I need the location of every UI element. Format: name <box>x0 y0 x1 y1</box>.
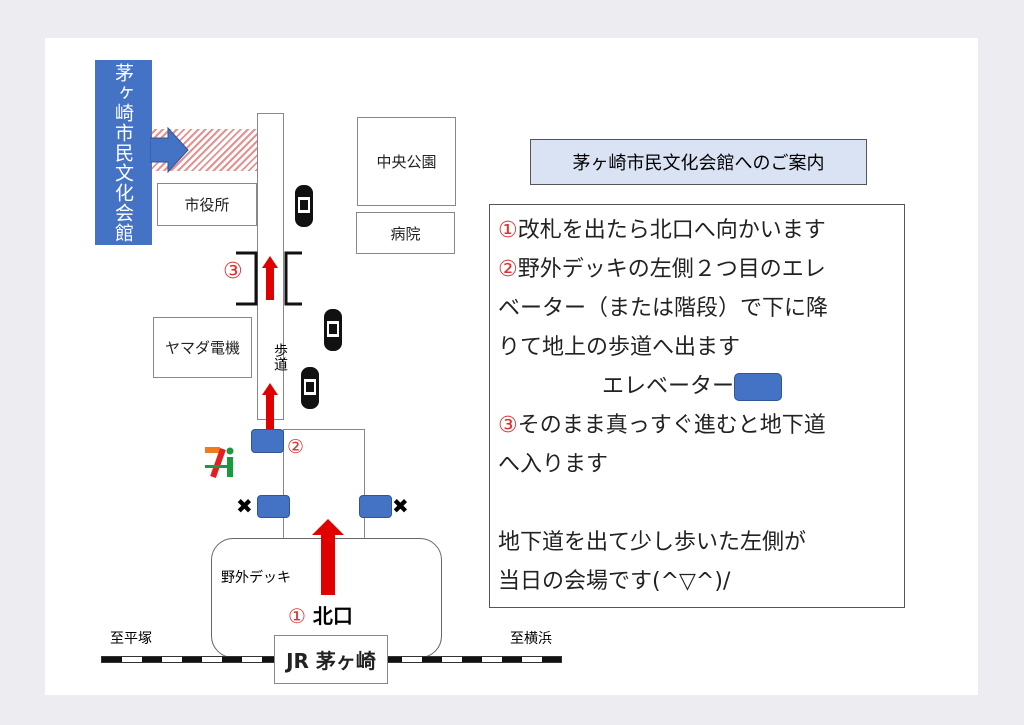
city-hall: 市役所 <box>157 183 257 226</box>
guide-title: 茅ヶ崎市民文化会館へのご案内 <box>530 139 867 185</box>
elevator-legend-swatch <box>734 373 783 401</box>
central-park: 中央公園 <box>357 117 456 206</box>
step3-marker: ③ <box>223 259 243 284</box>
car-icon <box>324 309 342 351</box>
north-exit-text: 北口 <box>312 604 353 628</box>
instruction-1: ①改札を出たら北口へ向かいます <box>498 218 826 243</box>
yamada-denki: ヤマダ電機 <box>153 317 252 378</box>
car-icon <box>295 185 313 227</box>
step2-marker: ② <box>287 436 305 458</box>
instruction-2-cont: ベーター（または階段）で下に降 <box>498 296 829 321</box>
step1-marker: ① <box>288 604 306 628</box>
seven-eleven-logo <box>205 447 234 479</box>
to-hiratsuka: 至平塚 <box>110 631 152 647</box>
elevator-2 <box>251 429 284 453</box>
instruction-2: ②野外デッキの左側２つ目のエレ <box>498 257 826 282</box>
venue-building: 茅ヶ崎市民文化会館 <box>95 60 152 245</box>
deck-label: 野外デッキ <box>221 570 291 586</box>
instructions-panel: ①改札を出たら北口へ向かいます ②野外デッキの左側２つ目のエレ ベーター（または… <box>489 204 905 608</box>
sidewalk-label: 歩道 <box>272 343 288 371</box>
instruction-3: ③そのまま真っすぐ進むと地下道 <box>498 413 826 438</box>
final-note-cont: 当日の会場です(^▽^)/ <box>498 569 731 594</box>
closed-x-icon: ✖ <box>236 494 253 518</box>
elevator-legend: エレベーター <box>498 367 896 406</box>
jr-chigasaki-station: JR 茅ヶ崎 <box>274 635 388 684</box>
arrow-right-icon <box>150 126 189 174</box>
north-exit-label: ① 北口 <box>288 600 353 629</box>
elevator-left-closed <box>257 495 290 518</box>
final-note: 地下道を出て少し歩いた左側が <box>498 530 807 555</box>
route-arrow-up <box>262 383 278 431</box>
hospital: 病院 <box>356 212 455 254</box>
elevator-right-closed <box>359 495 392 518</box>
car-icon <box>301 367 319 409</box>
underpass-brackets <box>236 251 302 306</box>
to-yokohama: 至横浜 <box>510 631 552 647</box>
closed-x-icon: ✖ <box>392 494 409 518</box>
instruction-3-cont: へ入ります <box>498 452 609 477</box>
instruction-2-cont: りて地上の歩道へ出ます <box>498 335 741 360</box>
route-arrow-main <box>312 519 344 595</box>
